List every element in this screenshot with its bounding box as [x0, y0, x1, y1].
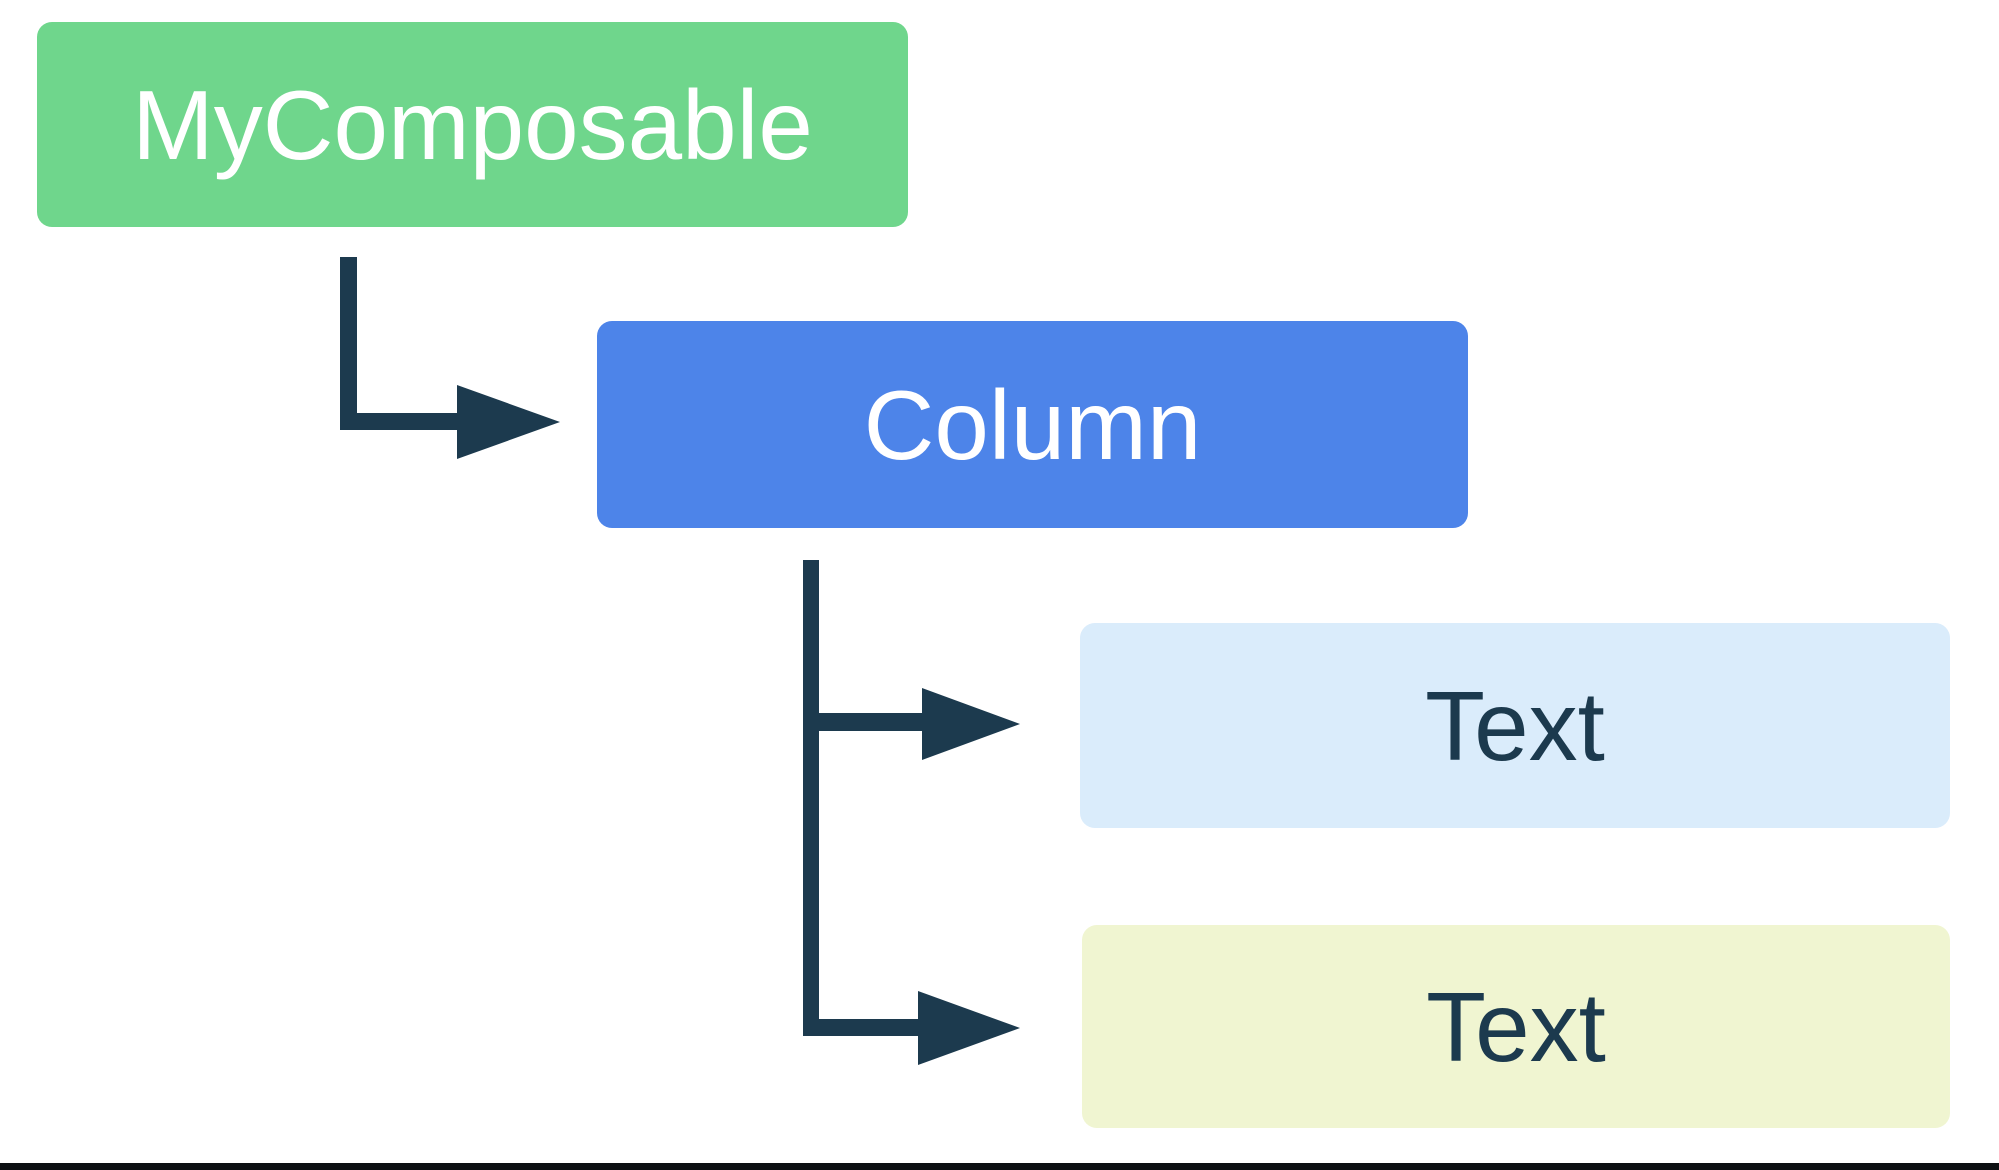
node-mycomposable: MyComposable [37, 22, 908, 227]
arrowhead-right-icon [457, 385, 560, 459]
node-text-second: Text [1082, 925, 1950, 1128]
node-column: Column [597, 321, 1468, 528]
connector-column-children-vertical [803, 560, 819, 1036]
connector-column-to-first-text-horizontal [803, 713, 922, 731]
arrowhead-right-icon [922, 688, 1020, 760]
node-text-first-label: Text [1425, 670, 1605, 781]
node-mycomposable-label: MyComposable [132, 69, 813, 180]
arrowhead-right-icon [918, 991, 1020, 1065]
node-column-label: Column [863, 369, 1202, 480]
connector-root-to-column-vertical [340, 257, 357, 430]
node-text-first: Text [1080, 623, 1950, 828]
connector-column-to-second-text-horizontal [803, 1019, 918, 1036]
node-text-second-label: Text [1426, 971, 1606, 1082]
bottom-border [0, 1163, 1999, 1170]
connector-root-to-column-horizontal [340, 413, 457, 430]
